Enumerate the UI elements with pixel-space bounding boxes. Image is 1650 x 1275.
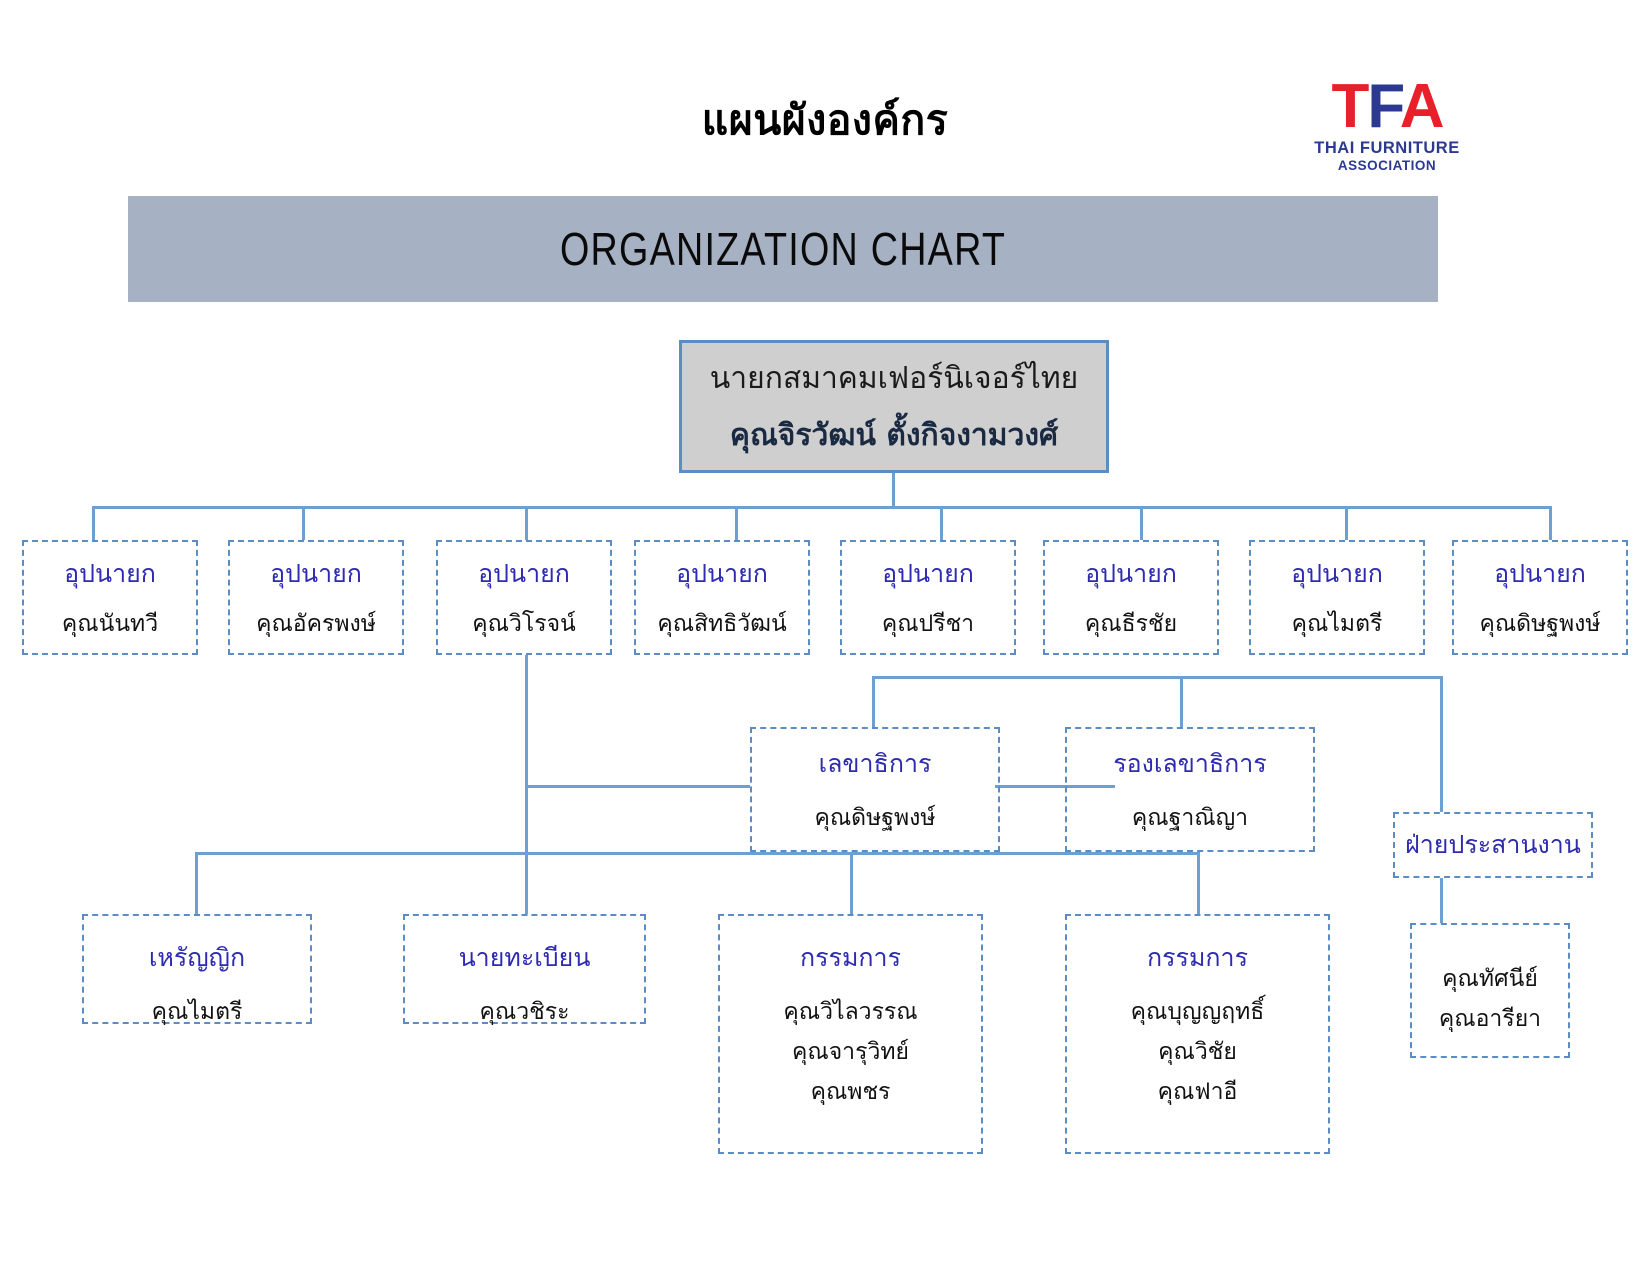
node-treasurer[interactable]: เหรัญญิก คุณไมตรี	[82, 914, 312, 1025]
logo-letter-f: F	[1367, 72, 1401, 141]
page-title: แผนผังองค์กร	[701, 96, 949, 144]
connector-secretariat-bus	[872, 676, 1442, 679]
node-registrar[interactable]: นายทะเบียน คุณวชิระ	[403, 914, 646, 1025]
node-vice-president-7[interactable]: อุปนายก คุณไมตรี	[1249, 540, 1425, 655]
committee-2-member-3: คุณฟาอี	[1157, 1079, 1238, 1105]
node-coordination-staff[interactable]: คุณทัศนีย์ คุณอารียา	[1410, 923, 1570, 1058]
node-vice-president-1[interactable]: อุปนายก คุณนันทวี	[22, 540, 198, 655]
vice-president-5-role: อุปนายก	[882, 558, 974, 588]
logo-letter-t: T	[1331, 72, 1369, 141]
connector-coordination-staff-down	[1440, 878, 1443, 923]
node-vice-president-6[interactable]: อุปนายก คุณธีรชัย	[1043, 540, 1219, 655]
connector-vp-5	[940, 506, 943, 540]
connector-deputy-down	[1180, 676, 1183, 729]
treasurer-name: คุณไมตรี	[151, 999, 243, 1025]
deputy-secretary-name: คุณฐาณิญา	[1131, 804, 1249, 831]
connector-secretary-down	[872, 676, 875, 729]
secretary-role: เลขาธิการ	[818, 748, 932, 778]
connector-secretary-to-deputy	[995, 785, 1115, 788]
secretary-name: คุณดิษฐพงษ์	[814, 804, 936, 831]
vice-president-1-role: อุปนายก	[64, 558, 156, 588]
registrar-name: คุณวชิระ	[479, 999, 570, 1025]
treasurer-role: เหรัญญิก	[148, 943, 246, 972]
logo-tagline-primary: THAI FURNITURE	[1314, 139, 1460, 157]
connector-vp3-to-secretary	[525, 785, 750, 788]
connector-vp-4	[735, 506, 738, 540]
vice-president-6-role: อุปนายก	[1085, 558, 1177, 588]
vice-president-4-name: คุณสิทธิวัฒน์	[657, 610, 787, 637]
committee-2-role: กรรมการ	[1146, 943, 1249, 972]
connector-vp-3	[525, 506, 528, 540]
vice-president-5-name: คุณปรีชา	[881, 610, 975, 637]
coordination-department-role: ฝ่ายประสานงาน	[1405, 830, 1581, 859]
logo-letter-a: A	[1399, 72, 1445, 141]
node-deputy-secretary[interactable]: รองเลขาธิการ คุณฐาณิญา	[1065, 727, 1315, 852]
connector-president-down	[892, 473, 895, 509]
tfa-logo: TFA THAI FURNITURE ASSOCIATION	[1292, 76, 1482, 176]
connector-vp-bus	[92, 506, 1552, 509]
logo-tagline-secondary: ASSOCIATION	[1337, 158, 1437, 173]
chart-banner-label: ORGANIZATION CHART	[559, 223, 1007, 275]
node-vice-president-2[interactable]: อุปนายก คุณอัครพงษ์	[228, 540, 404, 655]
vice-president-7-role: อุปนายก	[1291, 558, 1383, 588]
node-secretary[interactable]: เลขาธิการ คุณดิษฐพงษ์	[750, 727, 1000, 852]
registrar-role: นายทะเบียน	[458, 943, 591, 972]
committee-1-member-1: คุณวิไลวรรณ	[783, 999, 918, 1025]
coordination-staff-member-2: คุณอารียา	[1438, 1006, 1542, 1032]
deputy-secretary-role: รองเลขาธิการ	[1113, 748, 1267, 778]
vice-president-1-name: คุณนันทวี	[61, 610, 159, 637]
connector-treasurer-down	[195, 852, 198, 914]
node-committee-1[interactable]: กรรมการ คุณวิไลวรรณ คุณจารุวิทย์ คุณพชร	[718, 914, 983, 1154]
coordination-staff-member-1: คุณทัศนีย์	[1442, 966, 1538, 992]
committee-1-member-3: คุณพชร	[810, 1079, 891, 1105]
committee-1-members: คุณวิไลวรรณ คุณจารุวิทย์ คุณพชร	[783, 992, 917, 1112]
committee-2-member-2: คุณวิชัย	[1158, 1039, 1237, 1065]
coordination-staff-members: คุณทัศนีย์ คุณอารียา	[1439, 959, 1541, 1039]
connector-vp3-spine	[525, 655, 528, 905]
vice-president-4-role: อุปนายก	[676, 558, 768, 588]
committee-2-member-1: คุณบุญญฤทธิ์	[1130, 999, 1265, 1025]
logo-mark: TFA	[1292, 76, 1482, 138]
vice-president-2-role: อุปนายก	[270, 558, 362, 588]
president-role: นายกสมาคมเฟอร์นิเจอร์ไทย	[709, 360, 1079, 396]
node-vice-president-3[interactable]: อุปนายก คุณวิโรจน์	[436, 540, 612, 655]
connector-vp-7	[1345, 506, 1348, 540]
node-coordination-department[interactable]: ฝ่ายประสานงาน	[1393, 812, 1593, 878]
connector-vp-6	[1140, 506, 1143, 540]
node-president[interactable]: นายกสมาคมเฟอร์นิเจอร์ไทย คุณจิรวัฒน์ ตั้…	[679, 340, 1109, 473]
vice-president-3-role: อุปนายก	[478, 558, 570, 588]
vice-president-8-name: คุณดิษฐพงษ์	[1479, 610, 1601, 637]
node-vice-president-8[interactable]: อุปนายก คุณดิษฐพงษ์	[1452, 540, 1628, 655]
node-vice-president-4[interactable]: อุปนายก คุณสิทธิวัฒน์	[634, 540, 810, 655]
node-committee-2[interactable]: กรรมการ คุณบุญญฤทธิ์ คุณวิชัย คุณฟาอี	[1065, 914, 1330, 1154]
chart-banner: ORGANIZATION CHART	[128, 196, 1438, 302]
connector-coordination-down	[1440, 676, 1443, 812]
connector-registrar-down	[525, 852, 528, 914]
connector-vp-1	[92, 506, 95, 540]
connector-committee1-down	[850, 852, 853, 914]
vice-president-2-name: คุณอัครพงษ์	[256, 610, 376, 637]
vice-president-8-role: อุปนายก	[1494, 558, 1586, 588]
connector-vp-8	[1549, 506, 1552, 540]
vice-president-6-name: คุณธีรชัย	[1084, 610, 1178, 637]
vice-president-3-name: คุณวิโรจน์	[472, 610, 576, 637]
committee-1-role: กรรมการ	[799, 943, 902, 972]
committee-1-member-2: คุณจารุวิทย์	[791, 1039, 909, 1065]
node-vice-president-5[interactable]: อุปนายก คุณปรีชา	[840, 540, 1016, 655]
connector-vp-2	[302, 506, 305, 540]
committee-2-members: คุณบุญญฤทธิ์ คุณวิชัย คุณฟาอี	[1131, 992, 1265, 1112]
president-name: คุณจิรวัฒน์ ตั้งกิจงามวงศ์	[729, 417, 1059, 453]
connector-officers-bus	[195, 852, 1200, 855]
connector-committee2-down	[1197, 852, 1200, 914]
vice-president-7-name: คุณไมตรี	[1291, 610, 1383, 637]
